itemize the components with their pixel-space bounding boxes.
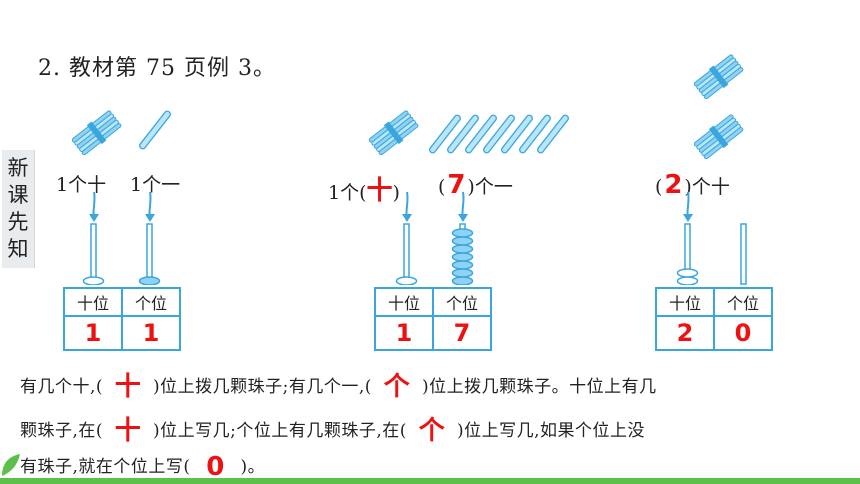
ones-digit: 0 bbox=[713, 315, 773, 351]
answer-blank: 0 bbox=[206, 452, 225, 482]
panel1-label-tens: 1个十 bbox=[56, 174, 107, 196]
panel1-sticks-illustration bbox=[69, 108, 173, 158]
panel3-sticks-illustration bbox=[691, 52, 746, 162]
header-tens: 十位 bbox=[374, 287, 434, 317]
side-tag-char: 课 bbox=[7, 183, 29, 207]
arrow-icon bbox=[88, 191, 100, 223]
bottom-bar bbox=[0, 478, 860, 484]
summary-line-2: 颗珠子,在(十)位上写几;个位上有几颗珠子,在(个)位上写几,如果个位上没 bbox=[20, 410, 645, 447]
header-ones: 个位 bbox=[713, 287, 773, 317]
side-tag-char: 知 bbox=[7, 237, 29, 261]
panel2-label-count: (7)个一 bbox=[438, 170, 513, 200]
bead bbox=[82, 276, 105, 285]
tens-digit: 1 bbox=[374, 315, 434, 351]
ones-digit: 7 bbox=[432, 315, 492, 351]
bead bbox=[395, 276, 418, 285]
stick-bundle-icon bbox=[691, 52, 746, 102]
panel2-sticks-illustration bbox=[366, 108, 571, 158]
stick-bundle-icon bbox=[691, 112, 746, 162]
single-stick-icon bbox=[137, 109, 173, 151]
ones-beads bbox=[451, 228, 474, 285]
header-tens: 十位 bbox=[63, 287, 123, 317]
panel1-abacus bbox=[82, 191, 161, 285]
answer-blank: 个 bbox=[383, 372, 411, 402]
panel2-abacus bbox=[395, 191, 474, 285]
answer-blank: 个 bbox=[418, 416, 446, 446]
answer-blank: 十 bbox=[114, 372, 142, 402]
stick-bundle-icon bbox=[366, 108, 421, 158]
answer-blank: 十 bbox=[114, 416, 142, 446]
arrow-icon bbox=[682, 191, 694, 223]
header-tens: 十位 bbox=[655, 287, 715, 317]
bead bbox=[676, 268, 699, 278]
summary-line-1: 有几个十,(十)位上拨几颗珠子;有几个一,(个)位上拨几颗珠子。十位上有几 bbox=[20, 366, 657, 403]
ones-rod bbox=[146, 223, 153, 285]
ones-rod bbox=[740, 223, 747, 285]
leaf-icon bbox=[2, 454, 20, 476]
side-tag: 新 课 先 知 bbox=[2, 150, 35, 268]
bead bbox=[676, 276, 699, 285]
panel1-label-ones: 1个一 bbox=[130, 174, 181, 196]
side-tag-char: 先 bbox=[7, 210, 29, 234]
bead bbox=[138, 276, 161, 285]
tens-digit: 1 bbox=[63, 315, 123, 351]
count-answer: 2 bbox=[664, 170, 683, 200]
summary-line-3: 有珠子,就在个位上写(0)。 bbox=[20, 452, 266, 482]
panel2-label-unit: 1个(十) bbox=[328, 170, 400, 207]
unit-answer: 十 bbox=[366, 176, 393, 206]
tens-rod bbox=[403, 223, 410, 285]
stick-bundle-icon bbox=[69, 108, 124, 158]
panel3-abacus bbox=[676, 191, 747, 285]
header-ones: 个位 bbox=[121, 287, 181, 317]
arrow-icon bbox=[457, 191, 469, 223]
header-ones: 个位 bbox=[432, 287, 492, 317]
arrow-icon bbox=[401, 191, 413, 223]
tens-digit: 2 bbox=[655, 315, 715, 351]
side-tag-char: 新 bbox=[7, 156, 29, 180]
arrow-icon bbox=[144, 191, 156, 223]
tens-rod bbox=[90, 223, 97, 285]
panel3-label-count: (2)个十 bbox=[655, 170, 730, 200]
exercise-title: 2. 教材第 75 页例 3。 bbox=[38, 56, 276, 81]
ones-digit: 1 bbox=[121, 315, 181, 351]
count-answer: 7 bbox=[447, 170, 466, 200]
